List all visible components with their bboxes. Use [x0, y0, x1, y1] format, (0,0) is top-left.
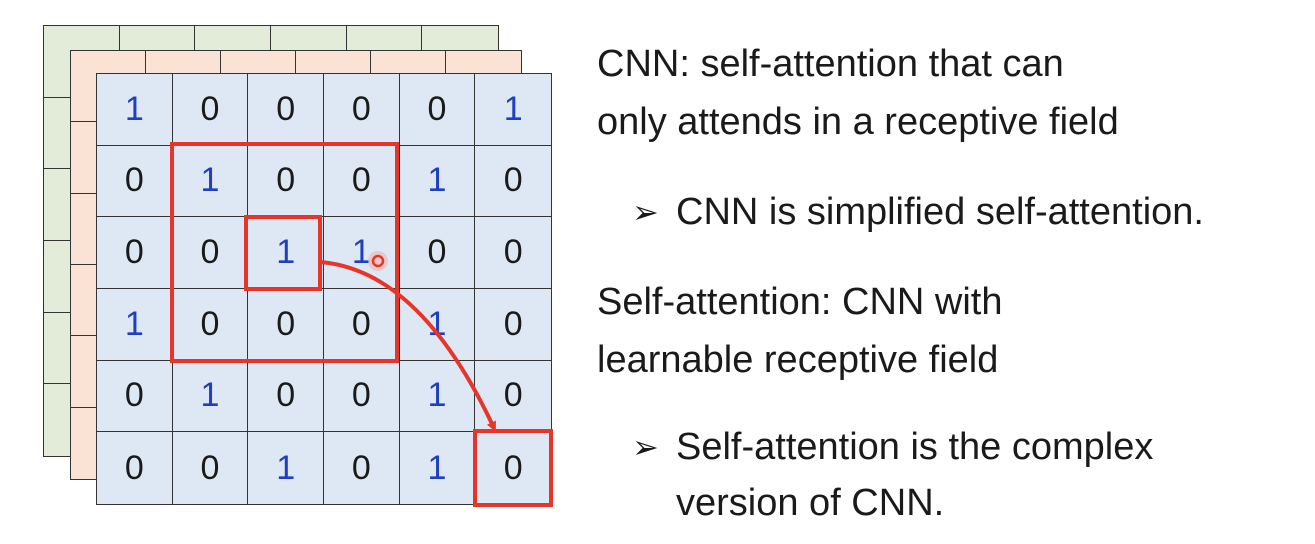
- grid-cell: 1: [323, 217, 400, 289]
- grid-cell: 0: [248, 360, 324, 433]
- grid-cell: 0: [475, 217, 551, 289]
- grid-cell: 0: [399, 217, 476, 289]
- bullet-arrow-icon: ➢: [632, 429, 659, 465]
- bullet-cnn-simplified-text: CNN is simplified self-attention.: [676, 191, 1204, 233]
- grid-cell: 1: [172, 360, 249, 433]
- grid-cell: 1: [399, 288, 476, 361]
- grid-cell: 0: [475, 361, 551, 433]
- bullet-self-attention-complex: ➢ Self-attention is the complex version …: [632, 419, 1276, 531]
- grid-cell: 0: [172, 217, 249, 289]
- grid-cell: 0: [97, 145, 173, 218]
- grid-cell: 0: [97, 217, 173, 289]
- grid-cell: 0: [172, 288, 249, 361]
- bullet-cnn-simplified: ➢ CNN is simplified self-attention.: [632, 184, 1204, 240]
- bullet-self-attention-complex-line2: version of CNN.: [676, 482, 945, 524]
- grid-cell: 0: [172, 74, 249, 146]
- grid-cell: 0: [323, 360, 400, 433]
- grid-cell: 0: [97, 432, 173, 504]
- bullet-self-attention-complex-text: Self-attention is the complex version of…: [676, 419, 1276, 531]
- grid-cell: 0: [323, 288, 400, 361]
- grid-cell: 1: [248, 217, 324, 289]
- grid-cell: 1: [399, 360, 476, 433]
- grid-cell: 1: [97, 74, 173, 146]
- grid-cell: 0: [248, 145, 324, 218]
- grid-cell: 0: [475, 289, 551, 361]
- grid-cell: 0: [475, 146, 551, 218]
- grid-cell: 1: [248, 432, 324, 504]
- grid-cell: 1: [399, 145, 476, 218]
- grid-cell: 0: [173, 432, 249, 504]
- cnn-definition-line1: CNN: self-attention that can: [597, 43, 1064, 85]
- grid-cell: 0: [97, 360, 173, 433]
- self-attention-definition-line1: Self-attention: CNN with: [597, 281, 1003, 323]
- bullet-arrow-icon: ➢: [632, 194, 659, 230]
- grid-cell: 0: [323, 74, 400, 146]
- cnn-definition-line2: only attends in a receptive field: [597, 101, 1119, 143]
- grid-cell: 0: [323, 145, 400, 218]
- grid-cell: 1: [172, 145, 249, 218]
- grid-cell: 1: [400, 432, 476, 504]
- grid-cell: 0: [248, 74, 324, 146]
- grid-cell: 0: [324, 432, 400, 504]
- grid-cell: 1: [475, 74, 551, 146]
- self-attention-definition-line2: learnable receptive field: [597, 339, 999, 381]
- bullet-self-attention-complex-line1: Self-attention is the complex: [676, 426, 1154, 468]
- grid-cell: 1: [97, 288, 173, 361]
- grid-cell: 0: [248, 288, 324, 361]
- grid-cell: 0: [503, 448, 523, 487]
- grid-cell: 0: [399, 74, 476, 146]
